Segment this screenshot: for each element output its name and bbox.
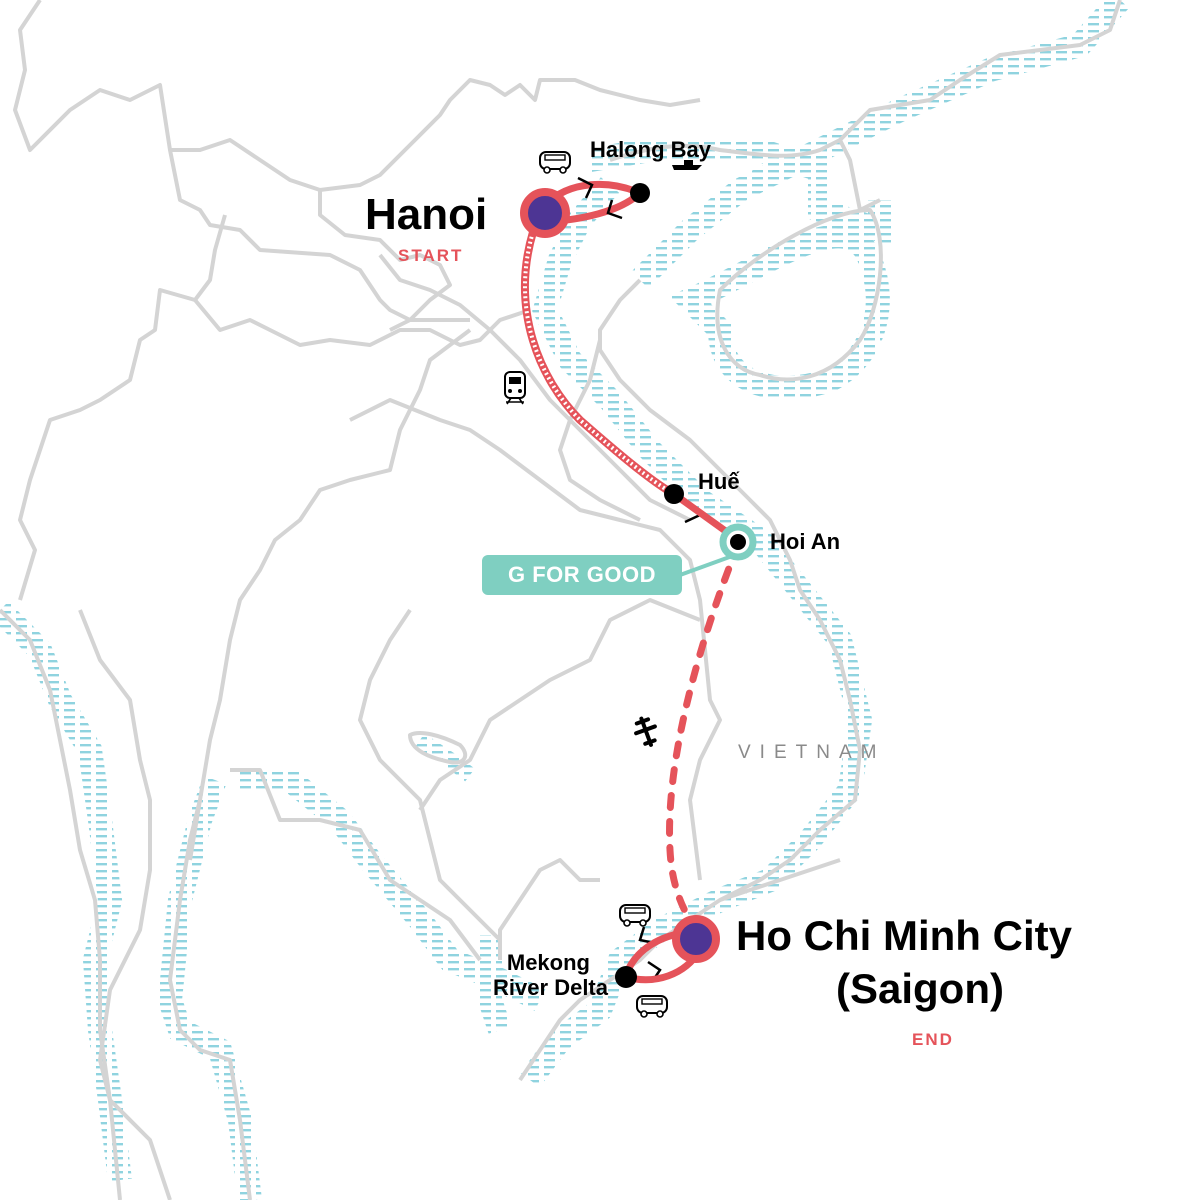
route-flight-hoian-hcmc xyxy=(666,541,742,939)
bus-icon xyxy=(619,904,651,927)
label-halong-bay: Halong Bay xyxy=(590,137,712,162)
bus-icon xyxy=(539,151,571,174)
tag-end: END xyxy=(912,1030,954,1049)
marker-hue[interactable] xyxy=(664,484,684,504)
label-mekong-line2: River Delta xyxy=(493,975,608,1000)
country-label-vietnam: VIETNAM xyxy=(738,742,886,763)
label-mekong: Mekong xyxy=(506,950,590,975)
marker-mekong[interactable] xyxy=(615,966,637,988)
label-hue: Huế xyxy=(698,469,740,494)
marker-hanoi[interactable] xyxy=(520,188,570,238)
label-hcmc-saigon: (Saigon) xyxy=(836,965,1004,1012)
route-train-ticks xyxy=(523,231,674,495)
tag-start: START xyxy=(398,246,464,265)
marker-halong-bay[interactable] xyxy=(630,183,650,203)
plane-icon xyxy=(634,716,657,747)
marker-hcmc[interactable] xyxy=(672,915,720,963)
marker-hoi-an[interactable] xyxy=(719,523,757,561)
boat-icon xyxy=(672,160,702,170)
train-icon xyxy=(504,371,526,405)
bus-icon xyxy=(636,995,668,1018)
label-hcmc: Ho Chi Minh City xyxy=(736,912,1072,959)
label-hanoi: Hanoi xyxy=(365,190,488,239)
g-for-good-badge[interactable]: G FOR GOOD xyxy=(482,555,682,595)
g-for-good-connector xyxy=(679,553,736,577)
label-hoi-an: Hoi An xyxy=(770,529,841,554)
